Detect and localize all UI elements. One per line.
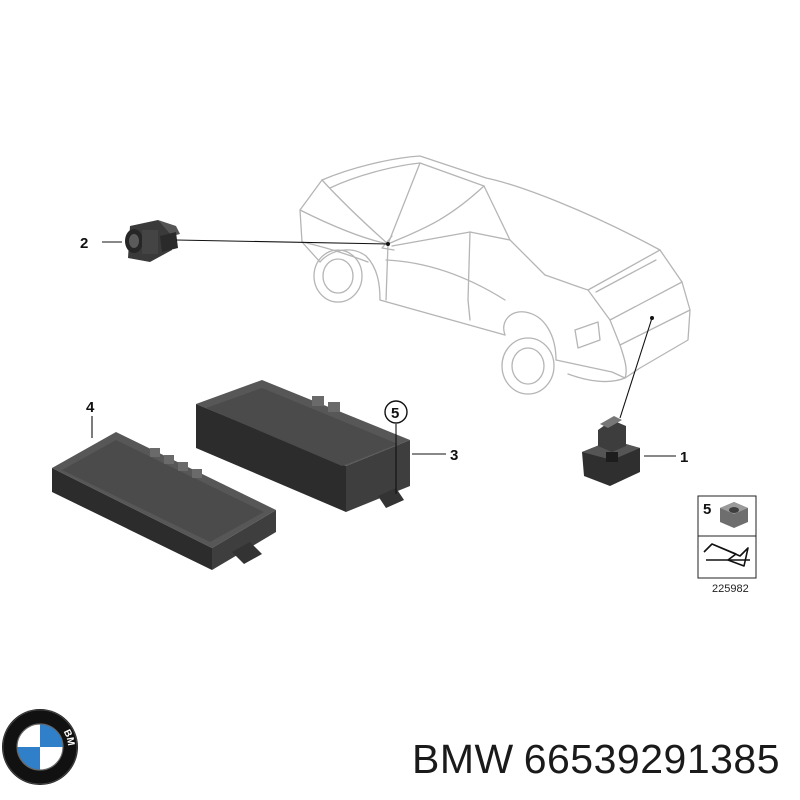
callout-5-circle: [384, 400, 408, 424]
leader-dot-2: [386, 242, 390, 246]
callout-1[interactable]: 1: [680, 449, 688, 466]
hex-nut-icon: [720, 502, 748, 528]
part-1-rear-camera[interactable]: [582, 416, 640, 486]
legend-code: 225982: [712, 583, 749, 595]
legend-box: 5: [697, 495, 757, 579]
svg-text:BMW: BMW: [0, 0, 76, 747]
footer-part-number: 66539291385: [523, 736, 781, 782]
footer-brand: BMW: [412, 736, 514, 782]
part-4-control-unit[interactable]: [52, 432, 276, 570]
car-outline: [299, 155, 691, 395]
callout-2[interactable]: 2: [80, 235, 88, 252]
bmw-logo-letters: BMW: [0, 0, 76, 747]
part-3-control-unit[interactable]: [196, 380, 410, 512]
callout-4[interactable]: 4: [86, 399, 95, 416]
callout-3[interactable]: 3: [450, 447, 458, 464]
callout-5[interactable]: 5: [391, 405, 399, 422]
part-2-side-camera[interactable]: [125, 220, 180, 262]
zigzag-icon: [703, 543, 749, 567]
legend-callout-5: 5: [703, 501, 711, 518]
bmw-logo: BMW: [0, 0, 78, 785]
leader-lines: [91, 239, 676, 494]
leader-dot-1: [650, 316, 654, 320]
